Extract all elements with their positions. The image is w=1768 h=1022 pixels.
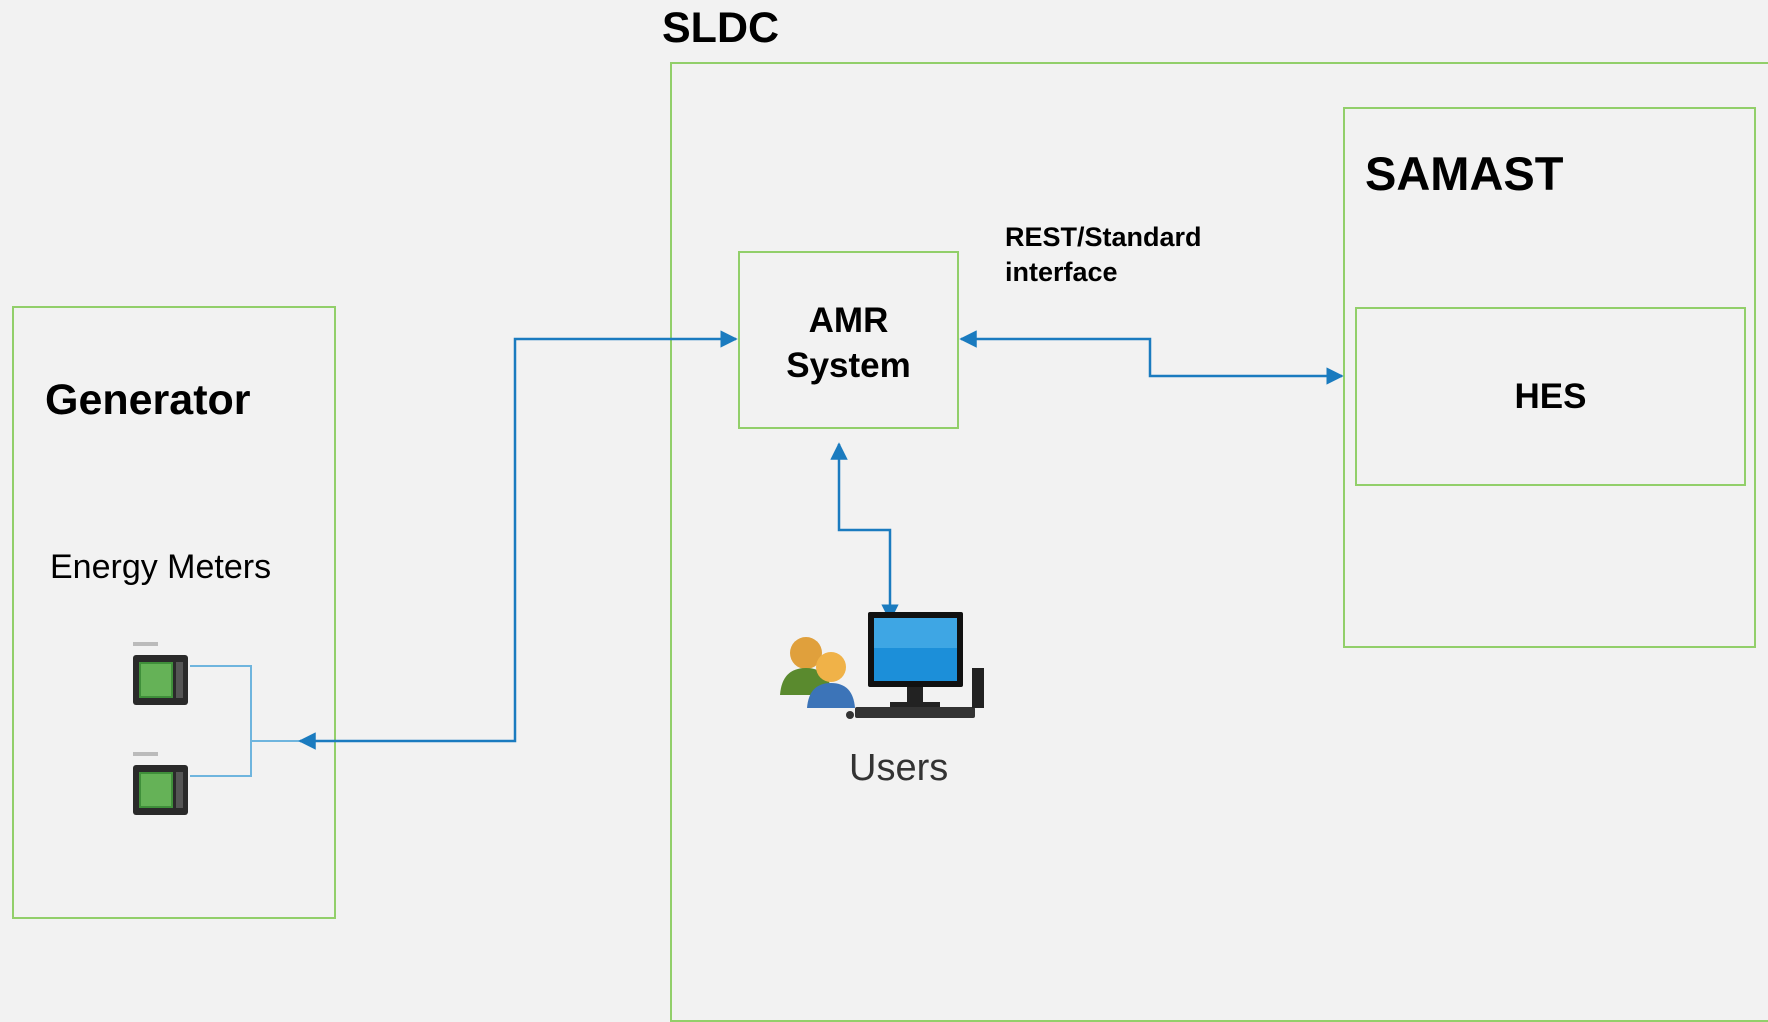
- energy-meter-icon: [133, 642, 188, 705]
- users-people-icon: [780, 637, 855, 708]
- amr-hes-arrow: [959, 330, 1344, 385]
- samast-title: SAMAST: [1365, 147, 1564, 200]
- generator-title: Generator: [45, 376, 251, 424]
- energy-meter-icon: [133, 752, 188, 815]
- amr-system-box: [738, 251, 959, 429]
- meter-interconnect: [190, 665, 300, 777]
- amr-system-label: AMR System: [738, 298, 959, 388]
- amr-label-line2: System: [786, 346, 911, 385]
- interface-line2: interface: [1005, 257, 1118, 287]
- generator-amr-arrow: [298, 330, 738, 750]
- hes-label: HES: [1514, 377, 1587, 416]
- hes-box: [1355, 307, 1746, 486]
- amr-users-arrow: [830, 442, 899, 622]
- interface-line1: REST/Standard: [1005, 222, 1202, 252]
- users-label: Users: [849, 747, 949, 789]
- sldc-title: SLDC: [662, 4, 780, 52]
- energy-meters-label: Energy Meters: [50, 548, 272, 586]
- rest-interface-label: REST/Standard interface: [1005, 220, 1202, 290]
- amr-label-line1: AMR: [808, 301, 889, 340]
- generator-box: [12, 306, 336, 919]
- computer-icon: [846, 612, 984, 719]
